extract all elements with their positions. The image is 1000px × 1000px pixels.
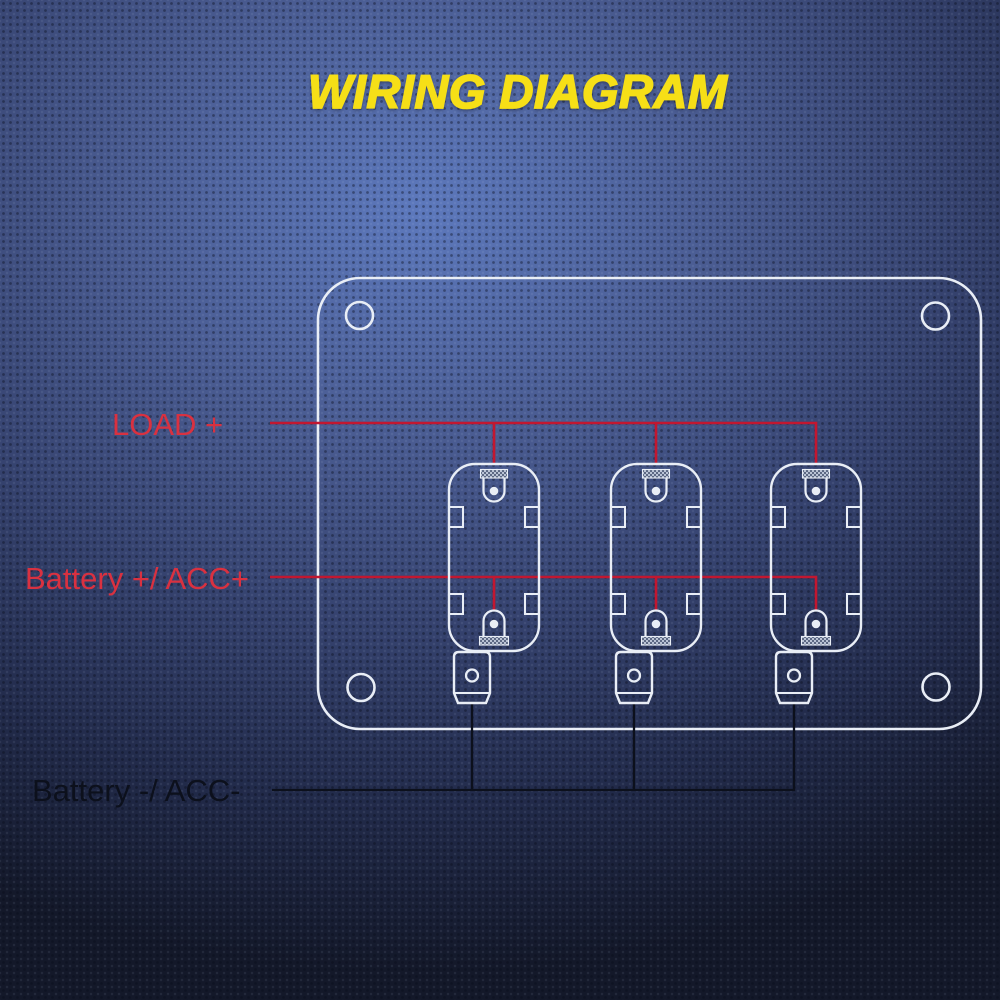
screw-hole-icon	[921, 672, 951, 702]
battery-positive-terminal-hole-icon	[811, 619, 821, 629]
battery-positive-terminal-tab	[482, 609, 506, 637]
switch-2	[609, 462, 703, 705]
switch-3	[769, 462, 863, 705]
side-notch	[448, 593, 464, 615]
switch-body	[609, 462, 703, 653]
side-notch	[846, 506, 862, 528]
battery-positive-terminal-hole-icon	[651, 619, 661, 629]
screw-hole-icon	[920, 301, 951, 331]
load-terminal-hole-icon	[811, 486, 821, 496]
load-terminal-tab	[804, 478, 828, 503]
screw-hole-icon	[344, 300, 375, 331]
load-terminal-bar	[479, 468, 509, 479]
load-terminal-bar	[801, 468, 831, 479]
battery-positive-label: Battery +/ ACC+	[25, 561, 249, 596]
load-terminal-tab	[644, 478, 668, 503]
spade-terminal	[452, 650, 492, 705]
switch-body	[447, 462, 541, 653]
load-terminal-hole-icon	[651, 486, 661, 496]
side-notch	[770, 506, 786, 528]
side-notch	[610, 506, 626, 528]
battery-positive-terminal-tab	[804, 609, 828, 637]
side-notch	[524, 506, 540, 528]
side-notch	[770, 593, 786, 615]
side-notch	[686, 506, 702, 528]
load-terminal-hole-icon	[489, 486, 499, 496]
load-terminal-bar	[641, 468, 671, 479]
battery-positive-terminal-tab	[644, 609, 668, 637]
spade-terminal	[774, 650, 814, 705]
load-terminal-tab	[482, 478, 506, 503]
spade-terminal-hole-icon	[626, 668, 642, 683]
battery-positive-terminal-bar	[800, 635, 832, 646]
battery-positive-terminal-hole-icon	[489, 619, 499, 629]
spade-terminal	[614, 650, 654, 705]
battery-negative-wire	[272, 704, 796, 792]
battery-positive-terminal-bar	[640, 635, 672, 646]
page-title: WIRING DIAGRAM	[307, 64, 728, 119]
spade-terminal-hole-icon	[786, 668, 802, 683]
switch-1	[447, 462, 541, 705]
screw-hole-icon	[346, 672, 376, 703]
load-positive-wire	[270, 421, 818, 463]
side-notch	[524, 593, 540, 615]
battery-positive-terminal-bar	[478, 635, 510, 646]
side-notch	[686, 593, 702, 615]
side-notch	[448, 506, 464, 528]
spade-terminal-hole-icon	[464, 668, 480, 683]
side-notch	[846, 593, 862, 615]
battery-negative-label: Battery -/ ACC-	[32, 773, 241, 808]
side-notch	[610, 593, 626, 615]
panel-outline	[316, 276, 983, 731]
switch-body	[769, 462, 863, 653]
battery-positive-wire	[270, 575, 818, 611]
load-positive-label: LOAD +	[112, 407, 224, 442]
